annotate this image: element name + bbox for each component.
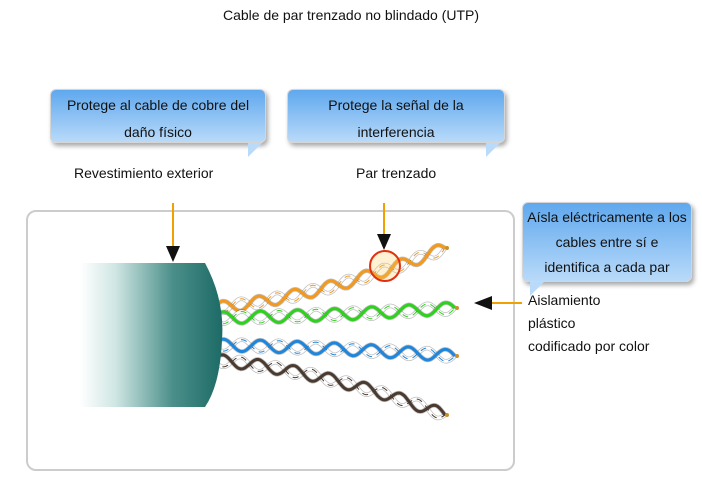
wire-strand-stripe	[213, 247, 446, 314]
callout-jacket-protection-text: Protege al cable de cobre del daño físic…	[66, 97, 250, 140]
wire-strand-stripe	[213, 339, 456, 362]
twist-highlight-ring	[369, 250, 401, 282]
wire-pair-green	[212, 300, 459, 327]
callout-insulation: Aísla eléctricamente a los cables entre …	[522, 202, 692, 282]
wire-strand-colored	[212, 337, 457, 362]
arrow-jacket	[166, 203, 180, 262]
label-insulation-line3: codificado por color	[528, 338, 650, 354]
cable-panel-frame	[26, 210, 515, 471]
label-outer-jacket: Revestimiento exterior	[74, 165, 214, 181]
wire-strand-colored	[212, 243, 446, 313]
diagram-title: Cable de par trenzado no blindado (UTP)	[222, 7, 480, 23]
label-insulation-line2: plástico	[528, 315, 576, 331]
callout-signal-protection: Protege la señal de la interferencia	[287, 89, 505, 143]
wire-pair-brown	[212, 352, 449, 421]
arrow-twisted-pair	[377, 203, 391, 250]
callout-signal-tail	[486, 143, 500, 157]
copper-tip	[455, 306, 459, 310]
copper-tip	[455, 354, 459, 358]
wire-strand-colored	[212, 353, 447, 416]
wire-pair-orange	[212, 243, 449, 316]
callout-signal-protection-text: Protege la señal de la interferencia	[328, 97, 464, 140]
cable-jacket	[80, 263, 223, 407]
wire-strand-stripe	[213, 303, 456, 325]
callout-insulation-text: Aísla eléctricamente a los cables entre …	[527, 209, 687, 275]
label-twisted-pair: Par trenzado	[356, 165, 437, 181]
callout-jacket-protection: Protege al cable de cobre del daño físic…	[50, 89, 266, 143]
wire-strand-colored	[212, 301, 457, 325]
label-insulation-line1: Aislamiento	[528, 292, 601, 308]
arrow-insulation	[474, 296, 522, 310]
wire-pair-blue	[212, 336, 459, 364]
copper-tip	[445, 413, 449, 417]
copper-tip	[445, 246, 449, 250]
callout-jacket-tail	[248, 143, 262, 157]
wire-strand-stripe	[213, 356, 446, 419]
